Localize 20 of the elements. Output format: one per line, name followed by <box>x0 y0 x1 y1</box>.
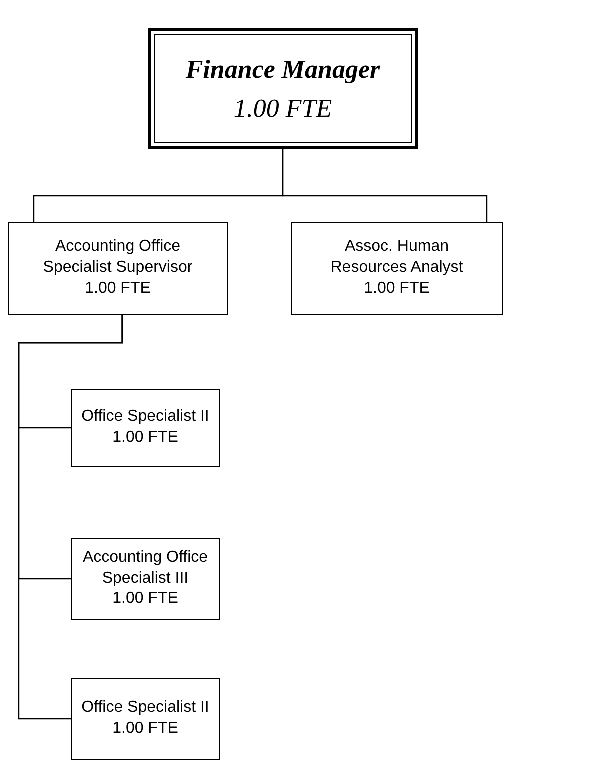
position-title: Accounting Office Specialist Supervisor <box>43 237 193 278</box>
position-box <box>8 222 228 315</box>
fte-value: 1.00 FTE <box>234 92 332 124</box>
connector-line <box>18 315 123 720</box>
position-title: Office Specialist II <box>82 407 210 428</box>
fte-value: 1.00 FTE <box>112 428 178 448</box>
connector-line <box>282 149 488 222</box>
position-title: Accounting Office Specialist III <box>82 548 210 589</box>
position-title: Office Specialist II <box>82 698 210 718</box>
fte-value: 1.00 FTE <box>112 589 178 610</box>
position-box <box>71 538 220 620</box>
fte-value: 1.00 FTE <box>112 719 178 739</box>
position-box <box>71 678 220 760</box>
position-title: Finance Manager <box>186 54 380 86</box>
manager-box <box>148 28 418 149</box>
position-box <box>71 389 220 467</box>
position-title: Assoc. Human Resources Analyst <box>330 237 464 278</box>
fte-value: 1.00 FTE <box>85 278 151 299</box>
position-box <box>291 222 503 315</box>
fte-value: 1.00 FTE <box>364 278 430 299</box>
